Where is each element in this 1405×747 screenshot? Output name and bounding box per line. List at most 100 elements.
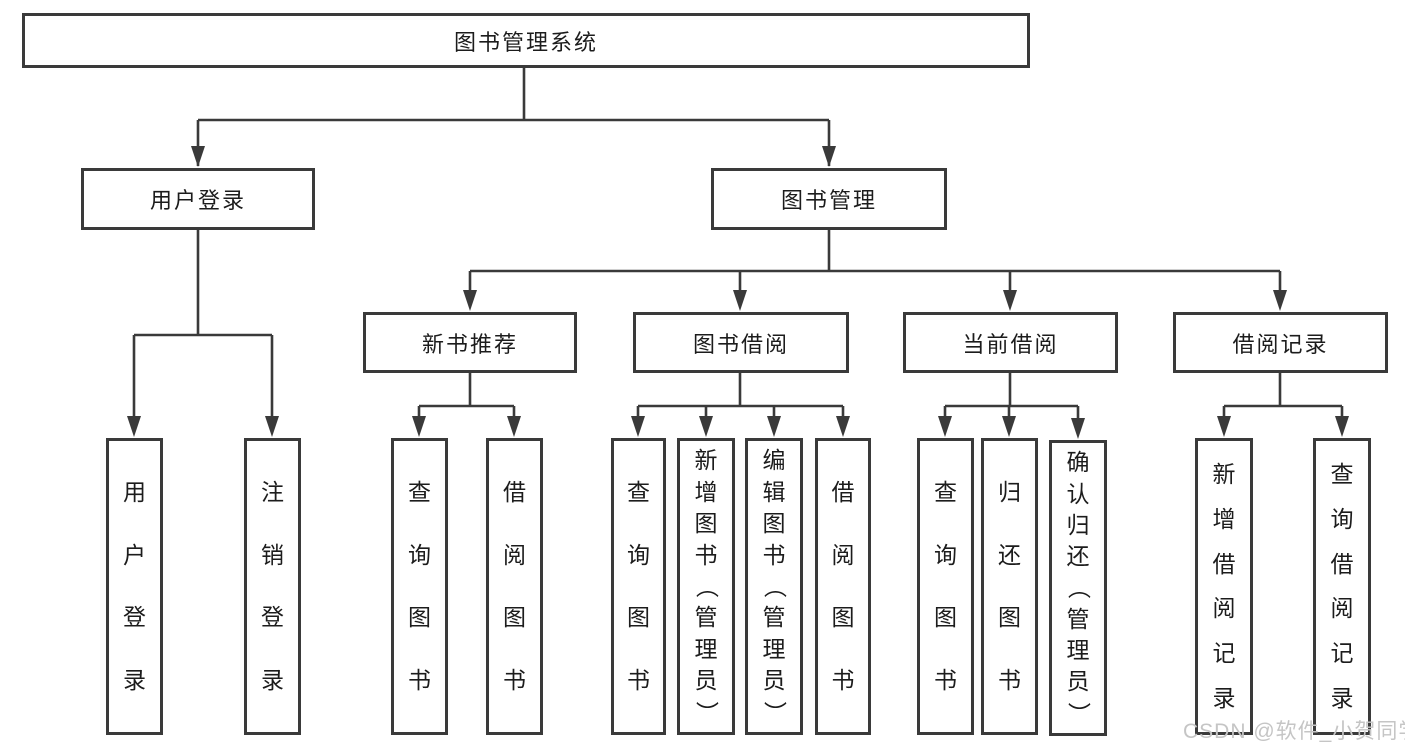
- node-label-char: 理: [762, 635, 786, 662]
- node-label: 当前借阅: [962, 331, 1059, 357]
- node-root: 图书管理系统: [22, 13, 1030, 68]
- arrowhead-icon: [1273, 290, 1287, 311]
- node-records-add: 新增借阅记录: [1195, 438, 1253, 735]
- watermark: CSDN @软件_小贺同学: [1183, 720, 1405, 743]
- node-label-char: 查: [627, 478, 650, 505]
- node-label-char: ）: [1065, 701, 1092, 725]
- node-records-query: 查询借阅记录: [1313, 438, 1371, 735]
- node-label-char: 还: [998, 541, 1021, 568]
- node-label-char: 录: [261, 667, 284, 694]
- node-label-char: 图: [998, 604, 1021, 631]
- node-borrow-edit: 编辑图书（管理员）: [745, 438, 803, 735]
- node-label-char: 新: [694, 447, 718, 474]
- node-login-user: 用户登录: [106, 438, 163, 735]
- node-label-char: 理: [1066, 637, 1090, 664]
- node-current: 当前借阅: [903, 312, 1118, 373]
- node-mgmt: 图书管理: [711, 168, 947, 230]
- node-label: 新书推荐: [421, 331, 518, 357]
- node-label-char: 认: [1066, 480, 1090, 507]
- node-label-char: 员: [694, 667, 718, 694]
- node-borrow-borrow: 借阅图书: [815, 438, 871, 735]
- arrowhead-icon: [507, 416, 521, 437]
- node-label-char: 阅: [831, 541, 855, 568]
- node-label-char: 确: [1066, 449, 1090, 476]
- arrowhead-icon: [822, 146, 836, 167]
- node-label-char: 图: [934, 604, 957, 631]
- node-label-char: 录: [1330, 685, 1354, 712]
- arrowhead-icon: [265, 416, 279, 437]
- node-label-char: 借: [503, 478, 526, 505]
- node-borrow-add: 新增图书（管理员）: [677, 438, 735, 735]
- node-label-char: 登: [123, 604, 146, 631]
- node-label-char: 借: [831, 478, 855, 505]
- arrowhead-icon: [699, 416, 713, 437]
- arrowhead-icon: [1071, 418, 1085, 439]
- node-current-return: 归还图书: [981, 438, 1038, 735]
- node-label-char: 图: [627, 604, 650, 631]
- node-label-char: 理: [694, 635, 718, 662]
- node-label-char: 书: [627, 667, 650, 694]
- node-label-char: 登: [261, 604, 284, 631]
- node-records: 借阅记录: [1173, 312, 1388, 373]
- node-label-char: 图: [408, 604, 431, 631]
- node-label: 图书借阅: [692, 331, 789, 357]
- arrowhead-icon: [733, 290, 747, 311]
- arrowhead-icon: [767, 416, 781, 437]
- node-label-char: 书: [934, 667, 957, 694]
- node-label-char: 员: [1066, 668, 1090, 695]
- node-label-char: 增: [694, 478, 718, 505]
- arrowhead-icon: [1335, 416, 1349, 437]
- node-label-char: 询: [408, 541, 431, 568]
- node-label-char: 注: [261, 478, 284, 505]
- node-label-char: 增: [1212, 505, 1236, 532]
- node-label-char: 阅: [1330, 595, 1354, 622]
- node-label-char: （: [1065, 576, 1092, 600]
- node-label: 用户登录: [149, 188, 246, 213]
- node-label-char: 书: [503, 667, 526, 694]
- node-label-char: ）: [693, 700, 720, 724]
- node-label-char: 销: [261, 541, 284, 568]
- node-borrow: 图书借阅: [633, 312, 849, 373]
- node-label-char: 查: [934, 478, 957, 505]
- node-label-char: 录: [1212, 685, 1236, 712]
- node-newbook-query: 查询图书: [391, 438, 448, 735]
- node-label-char: 用: [123, 478, 146, 505]
- node-current-query: 查询图书: [917, 438, 974, 735]
- node-label-char: 书: [408, 667, 431, 694]
- node-label-char: 归: [1066, 511, 1090, 538]
- node-label-char: ）: [761, 700, 788, 724]
- node-label-char: 图: [503, 604, 526, 631]
- node-label-char: 新: [1212, 460, 1236, 487]
- node-label-char: 询: [934, 541, 957, 568]
- node-label-char: 记: [1330, 640, 1354, 667]
- node-label-char: 图: [831, 604, 855, 631]
- node-label-char: 图: [694, 510, 718, 537]
- node-label: 图书管理系统: [453, 29, 598, 55]
- node-newbook-borrow: 借阅图书: [486, 438, 543, 735]
- node-borrow-query: 查询图书: [611, 438, 666, 735]
- node-label-char: 查: [408, 478, 431, 505]
- node-label: 图书管理: [780, 188, 877, 213]
- node-label-char: 书: [762, 541, 786, 568]
- node-label-char: 录: [123, 667, 146, 694]
- arrowhead-icon: [631, 416, 645, 437]
- node-label: 借阅记录: [1232, 331, 1329, 357]
- node-label-char: 借: [1330, 550, 1354, 577]
- node-label-char: 书: [694, 541, 718, 568]
- arrowhead-icon: [836, 416, 850, 437]
- node-login-logout: 注销登录: [244, 438, 301, 735]
- arrowhead-icon: [463, 290, 477, 311]
- node-label-char: 还: [1066, 543, 1090, 570]
- node-label-char: 书: [831, 667, 855, 694]
- node-label-char: 阅: [503, 541, 526, 568]
- node-label-char: 管: [694, 604, 718, 631]
- node-current-confirm: 确认归还 （ 管理员 ）: [1049, 440, 1107, 736]
- arrowhead-icon: [938, 416, 952, 437]
- node-newbook: 新书推荐: [363, 312, 577, 373]
- node-label-char: 管: [1066, 605, 1090, 632]
- node-label-char: 图: [762, 510, 786, 537]
- arrowhead-icon: [412, 416, 426, 437]
- node-label-char: 询: [1330, 505, 1354, 532]
